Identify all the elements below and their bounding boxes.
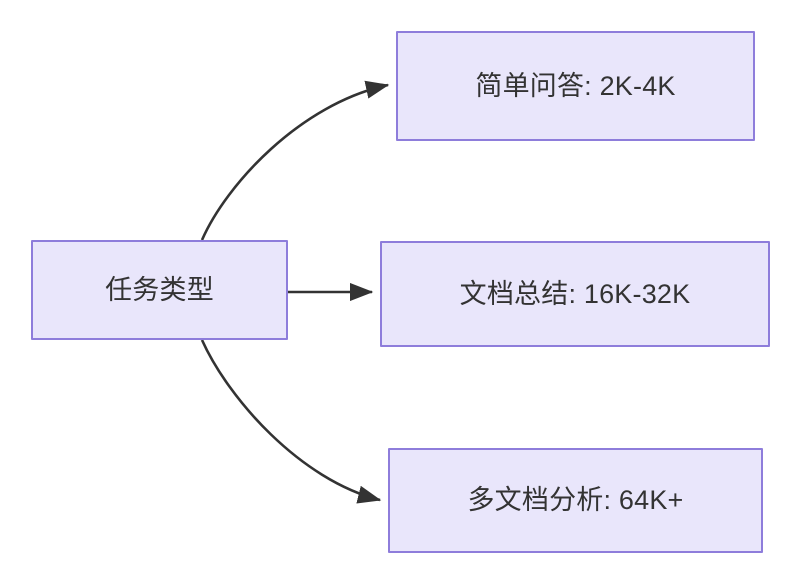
edge-root-to-simple-qa: [200, 80, 390, 241]
node-multi-doc[interactable]: 多文档分析: 64K+: [388, 448, 763, 553]
node-doc-summary[interactable]: 文档总结: 16K-32K: [380, 241, 770, 347]
node-multi-doc-label: 多文档分析: 64K+: [467, 485, 684, 516]
node-simple-qa[interactable]: 简单问答: 2K-4K: [396, 31, 755, 141]
node-root[interactable]: 任务类型: [31, 240, 288, 340]
edge-root-to-multi-doc: [200, 339, 382, 504]
node-root-label: 任务类型: [105, 274, 214, 305]
node-simple-qa-label: 简单问答: 2K-4K: [475, 70, 676, 101]
node-doc-summary-label: 文档总结: 16K-32K: [459, 278, 691, 309]
